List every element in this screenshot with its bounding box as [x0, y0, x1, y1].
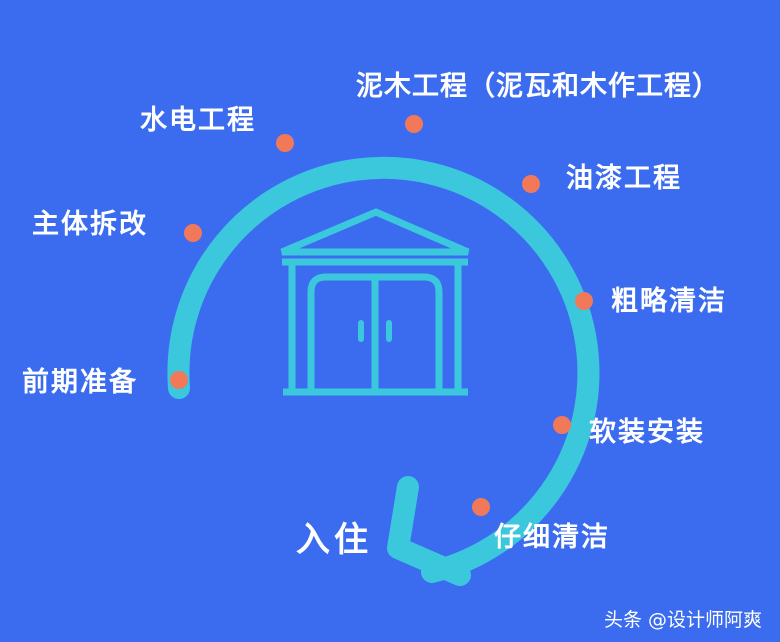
stage-label-plumbing: 水电工程	[140, 105, 256, 136]
stage-dot-masonry	[405, 115, 423, 133]
stage-dot-fine-clean	[472, 498, 490, 516]
stage-label-painting: 油漆工程	[566, 163, 682, 194]
progress-arc	[167, 156, 600, 583]
stage-dot-painting	[522, 175, 540, 193]
stage-dot-prep	[170, 371, 188, 389]
stage-label-prep: 前期准备	[22, 367, 138, 398]
stage-label-masonry: 泥木工程（泥瓦和木作工程）	[356, 71, 720, 102]
arrowhead	[387, 476, 471, 586]
stage-dot-rough-clean	[575, 292, 593, 310]
house-icon	[280, 208, 470, 396]
stage-label-fine-clean: 仔细清洁	[494, 522, 610, 553]
stage-label-rough-clean: 粗略清洁	[611, 286, 727, 317]
stage-label-structure: 主体拆改	[32, 209, 148, 240]
stage-dot-plumbing	[276, 134, 294, 152]
stage-dot-structure	[184, 224, 202, 242]
stage-dot-soft-decor	[553, 416, 571, 434]
stage-label-soft-decor: 软装安装	[589, 417, 705, 448]
final-stage-label: 入住	[296, 520, 372, 560]
watermark: 头条 @设计师阿爽	[603, 609, 762, 631]
